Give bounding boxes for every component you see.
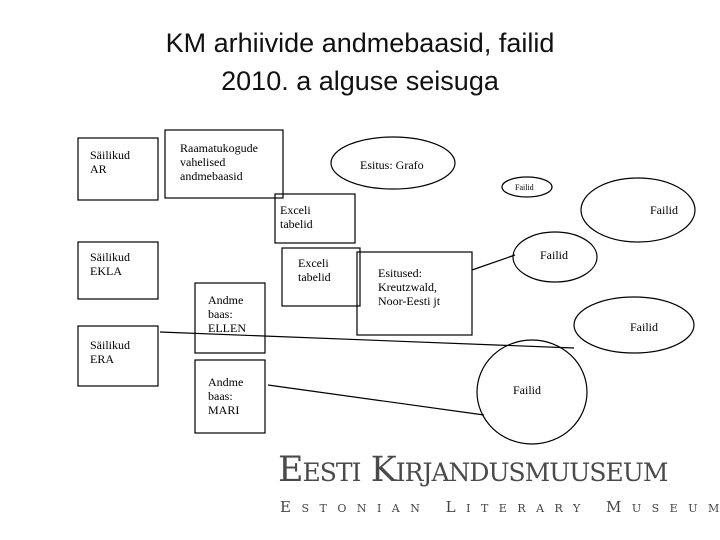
ellipse-failid-4 [476, 339, 588, 445]
label-sailikud-era: Säilikud ERA [90, 338, 131, 366]
box-andme-ellen [194, 282, 266, 354]
page-title: KM arhiivide andmebaasid, failid 2010. a… [0, 24, 720, 100]
label-failid-2: Failid [540, 248, 569, 262]
box-exceli-tabelid-2 [281, 247, 361, 307]
line-mari-failid [267, 384, 485, 416]
label-sailikud-ar: Säilikud AR [90, 148, 131, 176]
line-esitused-failid [471, 254, 516, 271]
ellipse-failid-3 [573, 296, 695, 354]
label-exceli-tabelid-1: Exceli tabelid [280, 203, 313, 231]
box-exceli-tabelid-1 [274, 193, 356, 244]
box-sailikud-era [77, 325, 159, 387]
label-esitused: Esitused: Kreutzwald, Noor-Eesti jt [378, 266, 441, 308]
title-line-2: 2010. a alguse seisuga [221, 66, 499, 96]
label-exceli-tabelid-2: Exceli tabelid [298, 256, 331, 284]
label-raamatukogude: Raamatukogude vahelised andmebaasid [180, 141, 258, 183]
box-esitused [356, 251, 473, 336]
ellipse-failid-2 [512, 231, 598, 283]
box-raamatukogude [164, 129, 284, 199]
label-failid-3: Failid [630, 320, 659, 334]
line-ellen-failid [159, 331, 575, 349]
ellipse-failid-tiny [501, 176, 553, 198]
ellipse-failid-1 [580, 177, 696, 243]
label-sailikud-ekla: Säilikud EKLA [90, 250, 131, 278]
label-esitus-grafo: Esitus: Grafo [360, 158, 424, 172]
box-andme-mari [194, 359, 266, 434]
label-failid-1: Failid [650, 203, 679, 217]
label-andme-mari: Andme baas: MARI [208, 375, 244, 417]
label-failid-4: Failid [513, 383, 542, 397]
ellipse-esitus-grafo [330, 136, 456, 190]
label-andme-ellen: Andme baas: ELLEN [208, 293, 246, 335]
logo-line-2: Estonian Literary Museum [280, 498, 720, 516]
box-sailikud-ar [77, 137, 159, 201]
museum-logo: Eesti Kirjandusmuuseum Estonian Literary… [270, 450, 719, 520]
label-failid-tiny: Failid [515, 183, 534, 192]
logo-line-1: Eesti Kirjandusmuuseum [278, 450, 668, 490]
title-line-1: KM arhiivide andmebaasid, failid [165, 28, 555, 58]
box-sailikud-ekla [77, 241, 159, 300]
